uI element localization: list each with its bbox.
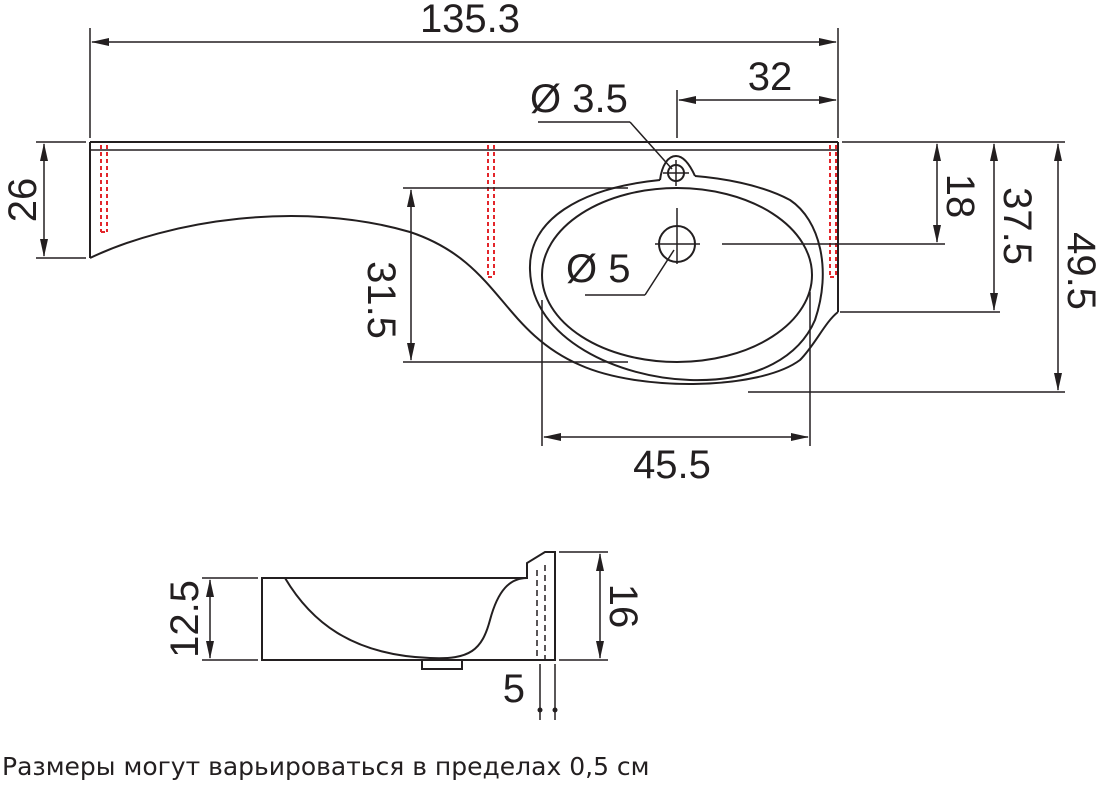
fixing-marks xyxy=(100,145,837,278)
dim-drain-hole-label: Ø 5 xyxy=(566,247,630,291)
dim-drain-hole: Ø 5 xyxy=(566,247,675,296)
dim-wall-thickness: 5 xyxy=(503,664,558,720)
dim-bowl-depth: 31.5 xyxy=(359,187,628,363)
side-view: 12.5 16 5 xyxy=(163,551,645,720)
countertop-front-contour xyxy=(89,215,839,385)
dim-tap-offset: 32 xyxy=(676,55,837,138)
dim-wall-thickness-label: 5 xyxy=(503,667,525,711)
side-drain-stub xyxy=(421,659,463,670)
dim-drain-offset: 18 xyxy=(722,141,982,245)
side-body-outline xyxy=(261,551,556,661)
dim-right-depth-label: 37.5 xyxy=(995,187,1039,265)
dim-left-depth: 26 xyxy=(1,141,86,259)
dim-total-width-label: 135.3 xyxy=(420,0,520,41)
dim-tap-hole: Ø 3.5 xyxy=(530,77,673,170)
dim-bowl-height-label: 12.5 xyxy=(163,580,207,658)
tap-hole-bump xyxy=(659,154,696,181)
dim-total-width: 135.3 xyxy=(89,0,839,138)
dim-back-height: 16 xyxy=(559,551,645,661)
dim-right-depth: 37.5 xyxy=(840,141,1039,313)
dim-total-depth: 49.5 xyxy=(748,141,1100,393)
dim-tap-offset-label: 32 xyxy=(748,55,793,99)
dim-total-depth-label: 49.5 xyxy=(1059,232,1100,310)
side-bowl-curve xyxy=(284,577,528,660)
dim-back-height-label: 16 xyxy=(601,584,645,629)
dim-tap-hole-label: Ø 3.5 xyxy=(530,77,628,121)
dim-left-depth-label: 26 xyxy=(1,178,45,223)
dim-bowl-width-label: 45.5 xyxy=(633,443,711,487)
dim-bowl-width: 45.5 xyxy=(541,292,811,487)
tolerance-note: Размеры могут варьироваться в пределах 0… xyxy=(2,752,650,781)
top-view: 135.3 32 Ø 3.5 26 Ø 5 xyxy=(1,0,1100,487)
bowl-inner xyxy=(541,187,813,363)
dim-bowl-height: 12.5 xyxy=(163,577,258,661)
dim-drain-offset-label: 18 xyxy=(938,174,982,219)
bowl-rim-outer xyxy=(528,175,824,382)
dim-bowl-depth-label: 31.5 xyxy=(359,261,403,339)
